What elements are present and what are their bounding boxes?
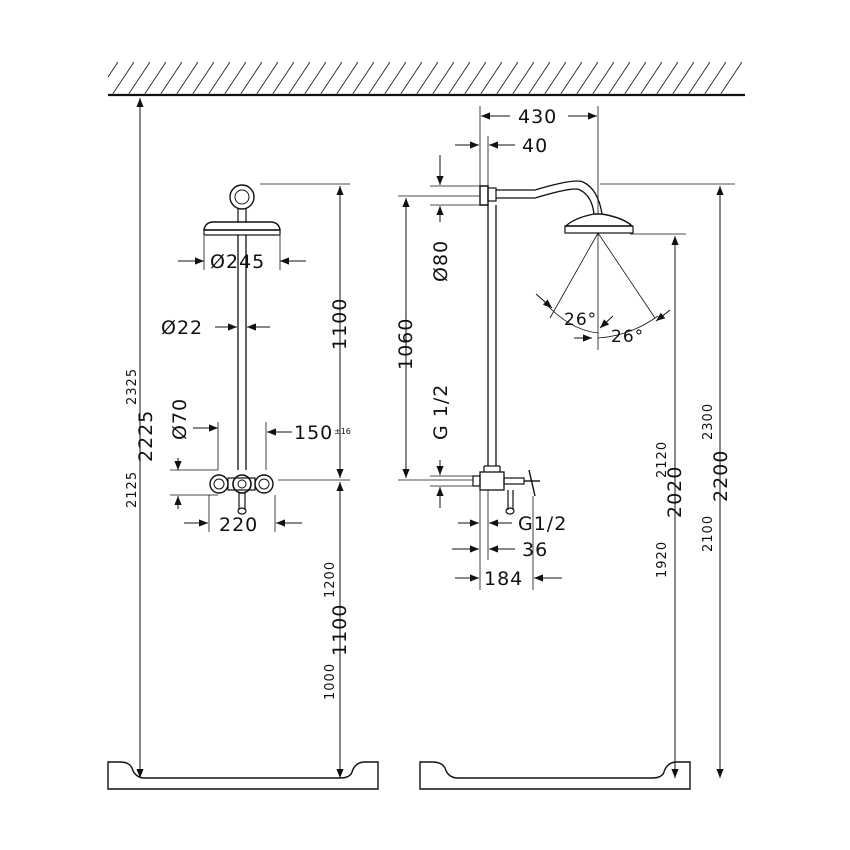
label-height-min: 2125: [125, 471, 140, 508]
ceiling-hatch-line: [719, 61, 743, 95]
label-arm-reach: 430: [518, 106, 557, 128]
label-centre-distance: 220: [219, 514, 258, 536]
ceiling-hatch-line: [559, 61, 583, 95]
ceiling-hatch-line: [175, 61, 199, 95]
label-riser-length: 1060: [395, 318, 417, 370]
ceiling-hatch-line: [463, 61, 487, 95]
label-upper-1100: 1100: [329, 298, 351, 350]
ceiling-hatch-line: [319, 61, 343, 95]
ceiling-hatch-line: [511, 61, 535, 95]
label-pipe-diameter: Ø22: [161, 317, 203, 339]
ceiling-hatch-line: [143, 61, 167, 95]
label-head-height-nominal: 2020: [664, 466, 686, 518]
right-labels: 430 40 Ø80 1060 G 1/2 G1/2 36 184 26° 26…: [395, 106, 732, 590]
label-wall-offset: 40: [522, 135, 548, 157]
ceiling-hatch-line: [591, 61, 615, 95]
right-dimensions: [398, 106, 735, 778]
left-shower-front-view: [203, 184, 281, 515]
ceiling-hatch-line: [495, 61, 519, 95]
ceiling-hatch-line: [255, 61, 279, 95]
ceiling-hatch-line: [431, 61, 455, 95]
ceiling-hatch-line: [271, 61, 295, 95]
label-thread-lower: G1/2: [518, 513, 567, 535]
ceiling-hatch-line: [703, 61, 727, 95]
ceiling-hatch-line: [108, 61, 119, 78]
ceiling-hatch-line: [415, 61, 439, 95]
label-head-diameter: Ø245: [210, 251, 265, 273]
ceiling-hatch-line: [303, 61, 327, 95]
label-thread-upper: G 1/2: [430, 384, 452, 440]
ceiling-hatch-line: [191, 61, 215, 95]
label-total-height-max: 2300: [701, 403, 716, 440]
label-total-height-min: 2100: [701, 515, 716, 552]
ceiling-hatch-line: [543, 61, 567, 95]
ceiling-hatch-line: [527, 61, 551, 95]
ceiling-hatch-line: [287, 61, 311, 95]
label-spray-angle-left: 26°: [564, 310, 597, 330]
label-height-max: 2325: [125, 368, 140, 405]
label-projection-small: 36: [522, 539, 548, 561]
label-height-nominal: 2225: [135, 410, 157, 462]
ceiling-hatch-line: [335, 61, 359, 95]
ceiling-hatch-line: [223, 61, 247, 95]
label-head-height-min: 1920: [655, 541, 670, 578]
ceiling-hatch-line: [655, 61, 679, 95]
ceiling-hatch-line: [399, 61, 423, 95]
floor-tray-left: [107, 761, 379, 790]
ceiling-hatch-line: [639, 61, 663, 95]
ceiling-hatch-line: [159, 61, 183, 95]
label-valve-height-max: 1200: [323, 561, 338, 598]
ceiling-hatch-line: [671, 61, 695, 95]
ceiling-hatch-line: [351, 61, 375, 95]
label-head-drop: Ø80: [430, 240, 452, 282]
label-valve-height-min: 1000: [323, 663, 338, 700]
left-dimensions: [136, 98, 350, 778]
label-spacing-tolerance: ±16: [334, 427, 351, 436]
ceiling-hatch-line: [607, 61, 631, 95]
label-spacing: 150: [294, 422, 333, 444]
ceiling-hatch-line: [479, 61, 503, 95]
ceiling: [108, 61, 745, 97]
ceiling-hatch-line: [383, 61, 407, 95]
label-rosette-diameter: Ø70: [169, 398, 191, 440]
ceiling-hatch-line: [623, 61, 647, 95]
label-head-height-max: 2120: [655, 441, 670, 478]
ceiling-hatch-line: [687, 61, 711, 95]
label-spray-angle-right: 26°: [611, 327, 644, 347]
ceiling-hatch-line: [367, 61, 391, 95]
label-total-height-nominal: 2200: [710, 450, 732, 502]
ceiling-hatch-line: [127, 61, 151, 95]
ceiling-hatch-line: [111, 61, 135, 95]
right-shower-side-view: [472, 180, 659, 515]
ceiling-hatch-line: [239, 61, 263, 95]
ceiling-hatch-line: [207, 61, 231, 95]
ceiling-hatch-line: [447, 61, 471, 95]
label-valve-height-nominal: 1100: [329, 604, 351, 656]
floor-tray-right: [419, 761, 691, 790]
left-labels: Ø245 Ø22 Ø70 150 ±16 220 1100 1100 1200 …: [125, 251, 351, 700]
label-projection-total: 184: [484, 568, 523, 590]
ceiling-hatch-line: [575, 61, 599, 95]
